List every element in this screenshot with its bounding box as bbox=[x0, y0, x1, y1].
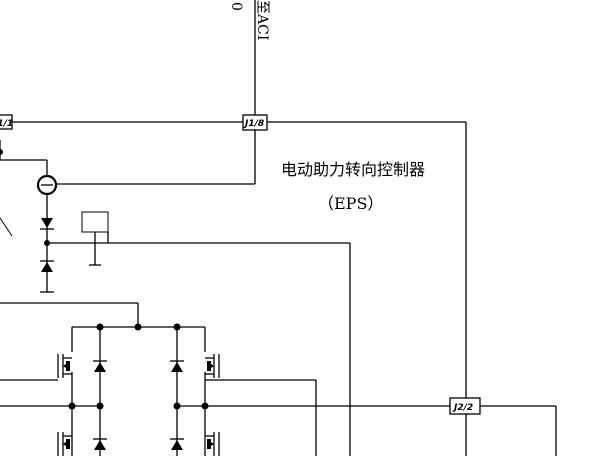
mosfet-bridge bbox=[57, 354, 220, 456]
connector-j1-1-label: J1/1 bbox=[0, 119, 13, 129]
top-label-digit: 0 bbox=[228, 2, 244, 11]
connector-j1-8-label: J1/8 bbox=[243, 119, 264, 129]
top-label-destination: 至ACI bbox=[254, 0, 270, 40]
connector-j2-2: J2/2 bbox=[449, 397, 481, 415]
diode-d4-icon bbox=[170, 438, 184, 450]
controller-abbr: （EPS） bbox=[318, 194, 383, 213]
junction-nodes bbox=[0, 149, 209, 410]
diode-d2-icon bbox=[170, 360, 184, 372]
mosfet-q4-icon bbox=[205, 432, 220, 456]
diode-chain bbox=[40, 218, 54, 293]
diode-d1-icon bbox=[93, 360, 107, 372]
diode-d3-icon bbox=[93, 438, 107, 450]
mosfet-q3-icon bbox=[57, 432, 72, 456]
connector-j1-1: J1/1 bbox=[0, 114, 13, 130]
controller-name: 电动助力转向控制器 bbox=[281, 160, 425, 179]
connector-j1-8: J1/8 bbox=[242, 114, 268, 131]
mosfet-q1-icon bbox=[57, 354, 72, 378]
connector-j2-2-label: J2/2 bbox=[452, 403, 473, 413]
torque-sensor-icon bbox=[36, 174, 58, 196]
wires bbox=[0, 0, 557, 456]
mosfet-q2-icon bbox=[205, 354, 220, 378]
